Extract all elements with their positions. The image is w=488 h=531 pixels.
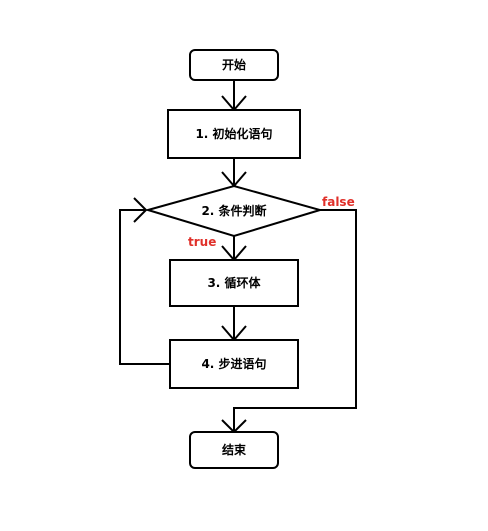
init-node [167, 109, 301, 159]
body-node [169, 259, 299, 307]
start-node [189, 49, 279, 81]
true-label: true [188, 235, 216, 249]
start-label: 开始 [222, 57, 246, 72]
body-label: 3. 循环体 [207, 275, 261, 290]
end-label: 结束 [222, 442, 247, 457]
step-label: 4. 步进语句 [201, 356, 266, 371]
connector-false-to-end [233, 209, 357, 432]
connector-loop-back [119, 209, 170, 365]
end-node [189, 431, 279, 469]
init-label: 1. 初始化语句 [195, 126, 272, 141]
condition-label: 2. 条件判断 [201, 203, 266, 218]
condition-node [144, 184, 324, 238]
step-node [169, 339, 299, 389]
false-label: false [322, 195, 355, 209]
